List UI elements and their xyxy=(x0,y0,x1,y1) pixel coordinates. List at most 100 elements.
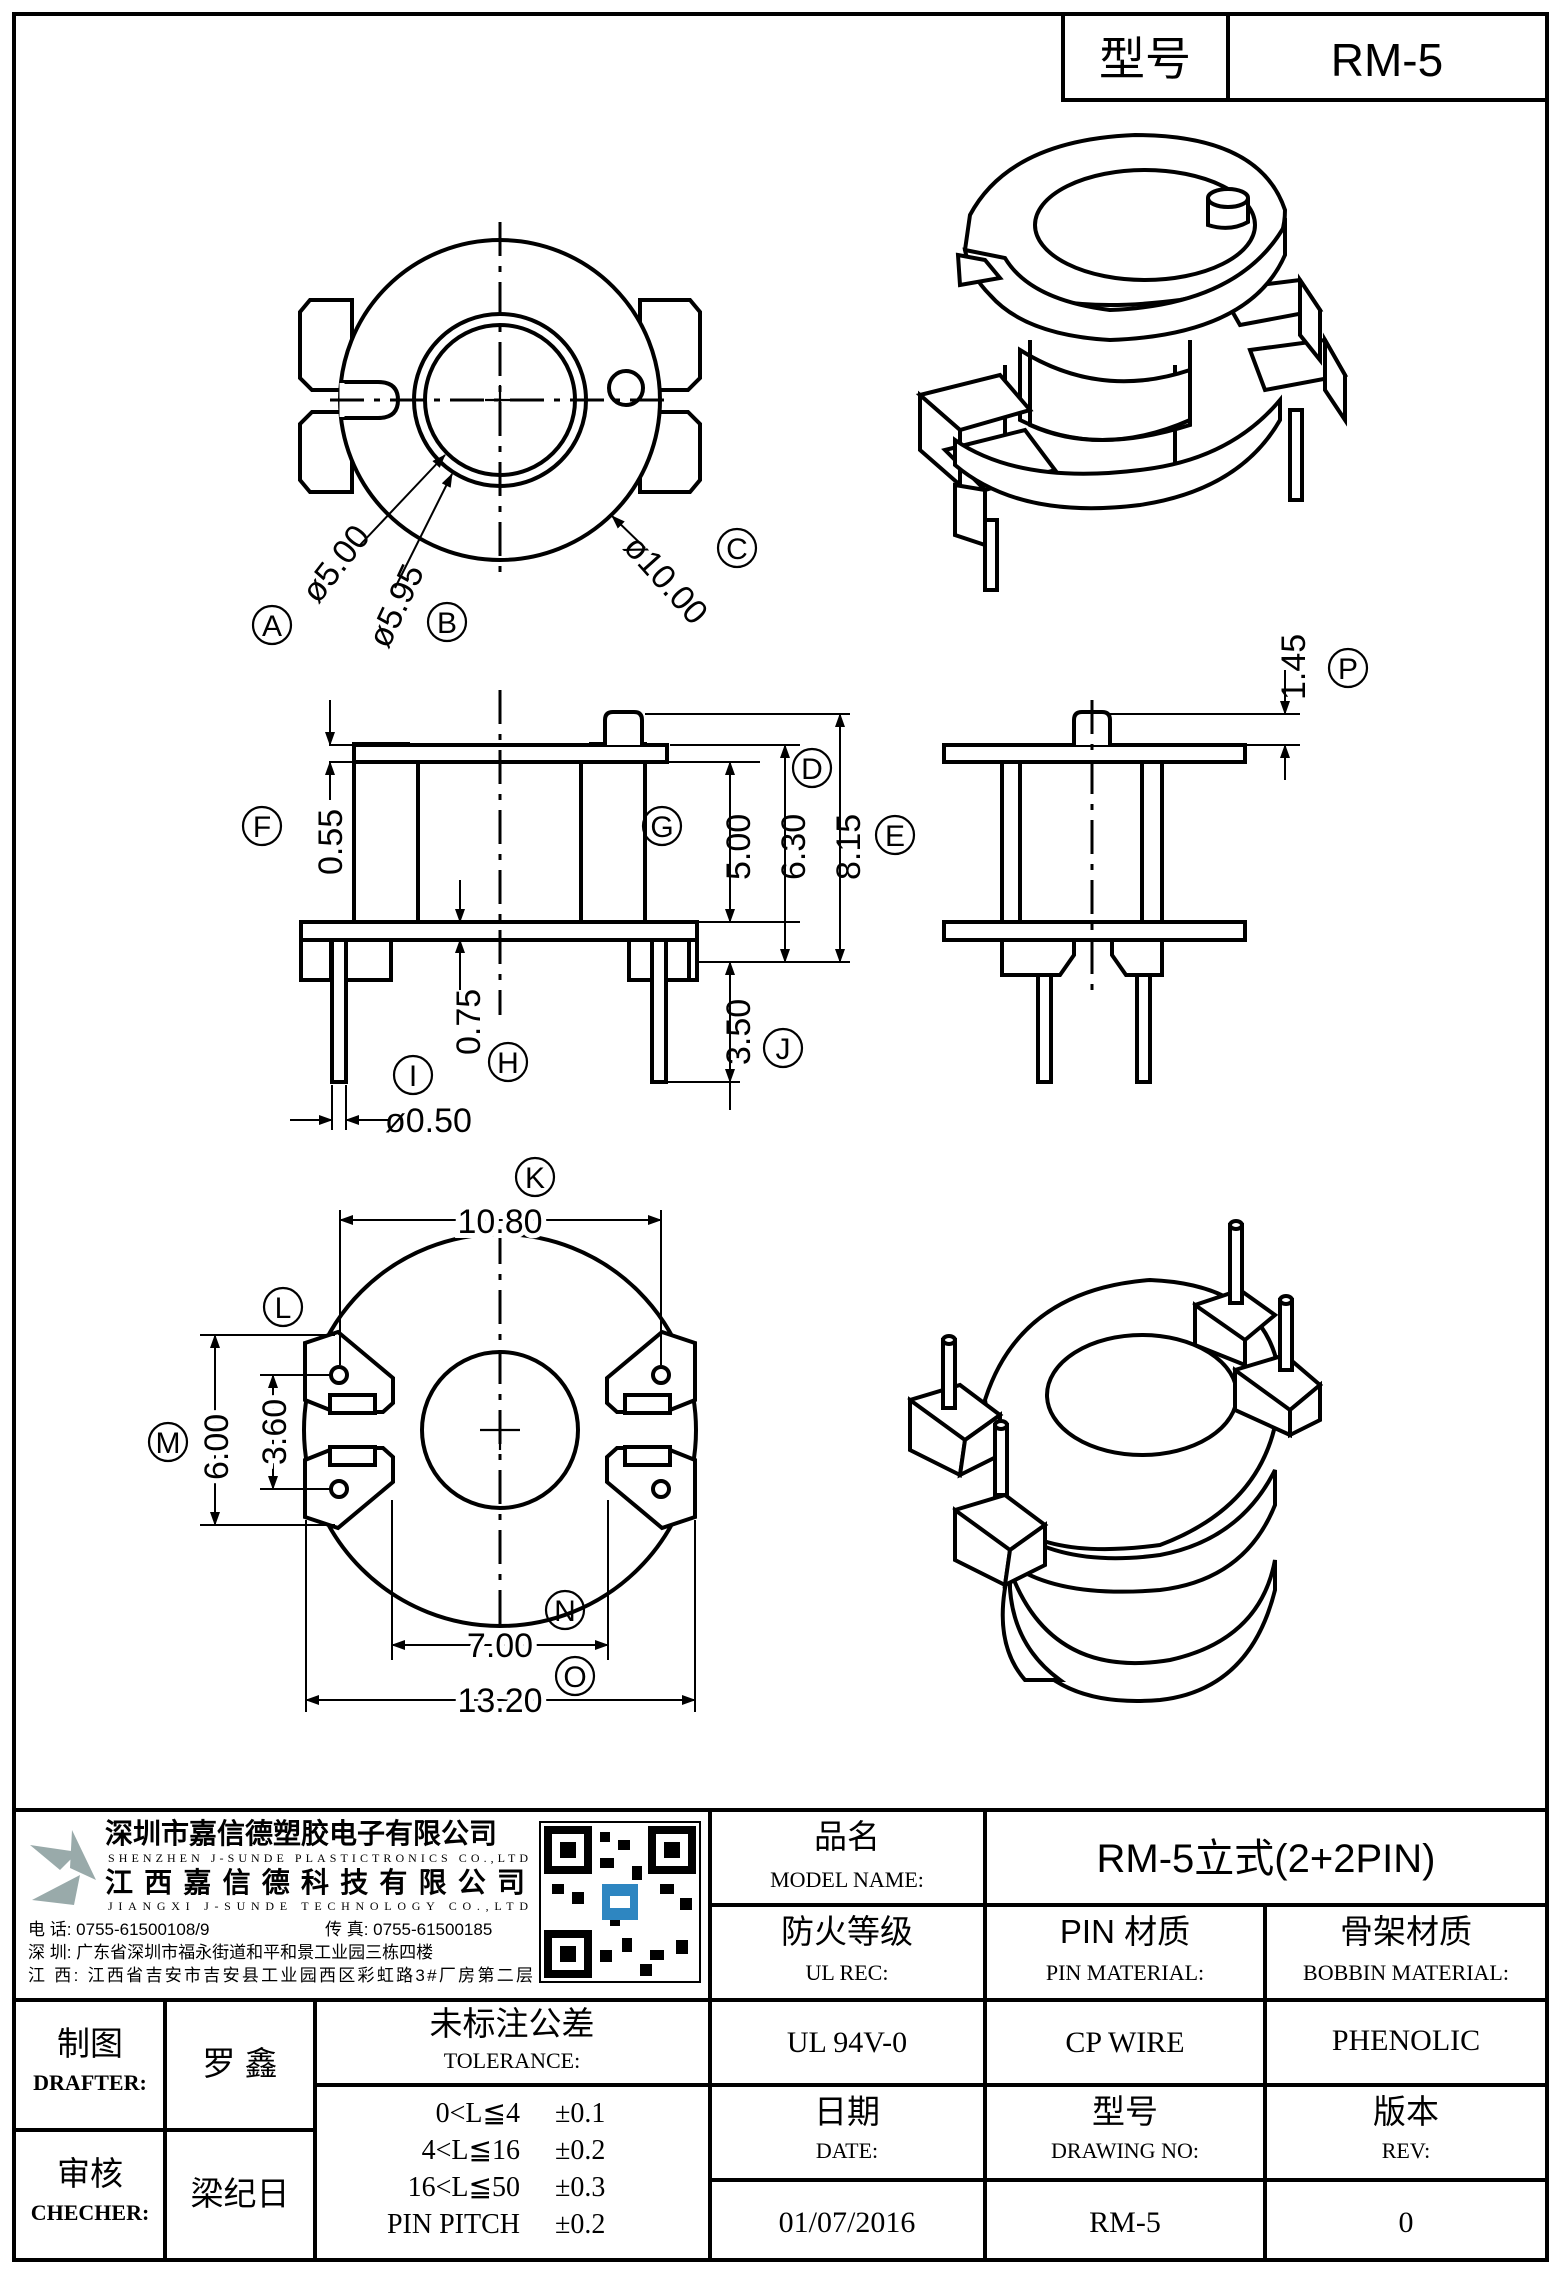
bottom-view: 10.80 7.00 13.20 6.00 3.60 K L M N O xyxy=(147,1156,698,1725)
front-pin-left xyxy=(330,938,348,1084)
tolerance-value: ±0.3 xyxy=(555,2172,605,2203)
callout-j: J xyxy=(776,1033,791,1066)
company-addr2: 江 西: 江西省吉安市吉安县工业园西区彩虹路3#厂房第二层 xyxy=(28,1966,533,1985)
dim-a: ø5.00 xyxy=(294,518,377,610)
side-base xyxy=(942,920,1247,942)
ul-value: UL 94V-0 xyxy=(787,2026,907,2059)
front-pin-right xyxy=(650,938,668,1084)
tolerance-value: ±0.1 xyxy=(555,2098,605,2129)
bobbin-value: PHENOLIC xyxy=(1332,2024,1480,2057)
callout-p: P xyxy=(1338,653,1358,686)
date-cn: 日期 xyxy=(814,2093,880,2130)
callout-l: L xyxy=(275,1292,292,1325)
dim-n: 7.00 xyxy=(467,1627,533,1665)
callout-g: G xyxy=(650,811,673,844)
callout-k: K xyxy=(525,1162,545,1195)
header-type-value: RM-5 xyxy=(1331,34,1443,86)
callout-c: C xyxy=(726,533,748,566)
header-type-label: 型号 xyxy=(1099,33,1191,85)
callout-f: F xyxy=(253,811,271,844)
qr-code xyxy=(539,1821,701,1983)
tolerance-range: 4<L≦16 xyxy=(422,2135,520,2166)
ul-cn: 防火等级 xyxy=(781,1913,913,1950)
bottom-pin-hole-ul xyxy=(329,1365,349,1385)
iso-view-bottom xyxy=(907,1219,1324,1703)
front-peg xyxy=(603,710,644,745)
header-model-box: 型号 RM-5 xyxy=(1061,12,1549,102)
company-addr1: 深 圳: 广东省深圳市福永街道和平和景工业园三栋四楼 xyxy=(28,1943,433,1962)
model-name-en: MODEL NAME: xyxy=(770,1867,924,1892)
company-name-cn: 深圳市嘉信德塑胶电子有限公司 xyxy=(105,1817,497,1849)
dim-i: ø0.50 xyxy=(385,1102,472,1140)
callout-i: I xyxy=(409,1060,417,1093)
dim-p: 1.45 xyxy=(1275,634,1313,700)
model-name-cn: 品名 xyxy=(814,1818,880,1855)
bobbin-cn: 骨架材质 xyxy=(1340,1913,1472,1950)
checker-value: 梁纪日 xyxy=(191,2175,290,2212)
front-top-flange xyxy=(352,743,669,764)
pin-value: CP WIRE xyxy=(1065,2026,1184,2059)
top-view: ø5.00 ø5.95 ø10.00 A B C xyxy=(251,222,758,654)
tolerance-range: 0<L≦4 xyxy=(436,2098,520,2129)
dim-d: 6.30 xyxy=(775,814,813,880)
rev-en: REV: xyxy=(1382,2138,1430,2163)
dim-h: 0.75 xyxy=(450,989,488,1055)
bottom-pin-hole-lr xyxy=(651,1479,671,1499)
drawing-cn: 型号 xyxy=(1092,2093,1158,2130)
ul-en: UL REC: xyxy=(806,1960,889,1985)
rev-cn: 版本 xyxy=(1373,2093,1439,2130)
tolerance-en: TOLERANCE: xyxy=(444,2048,580,2073)
drawing-en: DRAWING NO: xyxy=(1051,2138,1199,2163)
side-view: 1.45 P xyxy=(942,634,1369,1084)
bottom-pin-hole-ur xyxy=(651,1365,671,1385)
dim-f: 0.55 xyxy=(312,809,350,875)
callout-e: E xyxy=(885,820,905,853)
checker-cn: 审核 xyxy=(57,2155,123,2192)
date-value: 01/07/2016 xyxy=(779,2206,916,2239)
company-name2-cn: 江西嘉信德科技有限公司 xyxy=(105,1867,525,1898)
date-en: DATE: xyxy=(816,2138,878,2163)
side-pin-right xyxy=(1135,973,1152,1084)
dim-g: 5.00 xyxy=(720,814,758,880)
company-logo xyxy=(30,1830,96,1905)
tolerance-range: 16<L≦50 xyxy=(408,2172,520,2203)
callout-a: A xyxy=(262,610,282,643)
title-block-text: 品名 MODEL NAME: RM-5立式(2+2PIN) 防火等级 UL RE… xyxy=(31,1818,1509,2240)
tolerance-cn: 未标注公差 xyxy=(430,2005,595,2042)
bobbin-en: BOBBIN MATERIAL: xyxy=(1303,1960,1509,1985)
callout-b: B xyxy=(437,607,457,640)
dim-k: 10.80 xyxy=(457,1203,542,1241)
drafter-en: DRAFTER: xyxy=(33,2070,147,2095)
tolerance-range: PIN PITCH xyxy=(387,2209,520,2240)
callout-h: H xyxy=(497,1047,519,1080)
top-tab-lower-left xyxy=(298,410,354,494)
company-fax: 传 真: 0755-61500185 xyxy=(325,1920,492,1939)
side-pin-left xyxy=(1036,973,1053,1084)
dim-b: ø5.95 xyxy=(361,559,432,654)
company-phone: 电 话: 0755-61500108/9 xyxy=(28,1920,209,1939)
checker-en: CHECHER: xyxy=(31,2200,150,2225)
front-view: 0.55 5.00 6.30 8.15 0.75 3.50 ø0.50 F G … xyxy=(241,690,916,1140)
company-name-en: SHENZHEN J-SUNDE PLASTICTRONICS CO.,LTD xyxy=(108,1851,528,1865)
callout-n: N xyxy=(554,1595,576,1628)
dim-o: 13.20 xyxy=(457,1682,542,1720)
drafter-value: 罗 鑫 xyxy=(202,2045,277,2082)
callout-d: D xyxy=(801,753,823,786)
callout-o: O xyxy=(563,1661,586,1694)
sheet-border xyxy=(12,12,1549,2262)
drafter-cn: 制图 xyxy=(57,2025,123,2062)
leader-c xyxy=(611,515,646,549)
side-top-flange xyxy=(942,743,1247,764)
rev-value: 0 xyxy=(1399,2206,1414,2239)
company-block: 深圳市嘉信德塑胶电子有限公司 SHENZHEN J-SUNDE PLASTICT… xyxy=(28,1817,701,1985)
dim-j: 3.50 xyxy=(720,999,758,1065)
pin-cn: PIN 材质 xyxy=(1060,1913,1190,1950)
title-block xyxy=(14,1808,1547,2260)
drawing-value: RM-5 xyxy=(1089,2206,1161,2239)
dim-l: 3.60 xyxy=(256,1399,294,1465)
leader-a xyxy=(359,454,446,546)
top-locating-peg xyxy=(607,369,645,407)
dim-m: 6.00 xyxy=(198,1414,236,1480)
